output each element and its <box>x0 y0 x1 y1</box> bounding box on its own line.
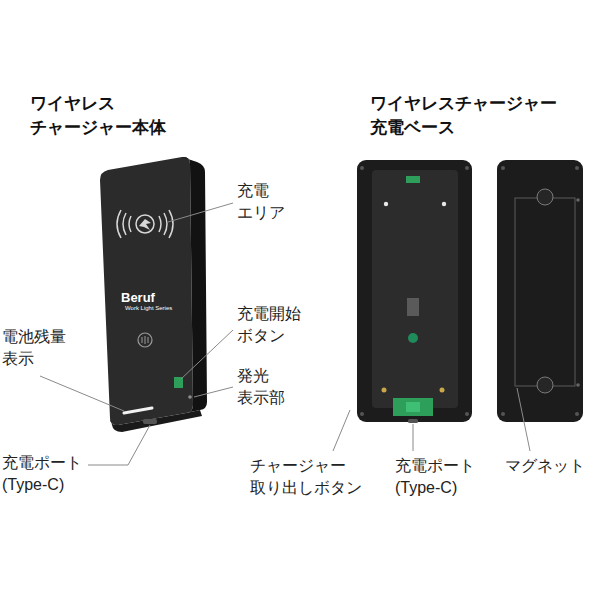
heading: ワイヤレスチャージャー 充電ベース <box>370 92 570 140</box>
callout-label: 充電ポート (Type-C) <box>395 455 510 500</box>
brand-text: Beruf <box>121 289 155 307</box>
callout-label: 充電開始 ボタン <box>237 303 312 348</box>
callout-label: チャージャー 取り出しボタン <box>250 455 370 500</box>
charger-body <box>100 157 207 432</box>
charging-base-back <box>497 160 583 422</box>
callout-label: 充電ポート (Type-C) <box>2 452 117 497</box>
brand-subtext: Work Light Series <box>125 305 172 312</box>
callout-label: 充電 エリア <box>237 180 297 225</box>
leader-lines <box>40 203 530 465</box>
heading: ワイヤレス チャージャー本体 <box>30 92 180 140</box>
callout-label: 電池残量 表示 <box>2 326 77 371</box>
callout-label: 発光 表示部 <box>237 365 297 410</box>
charging-base-front <box>357 160 472 423</box>
callout-label: マグネット <box>505 455 595 477</box>
